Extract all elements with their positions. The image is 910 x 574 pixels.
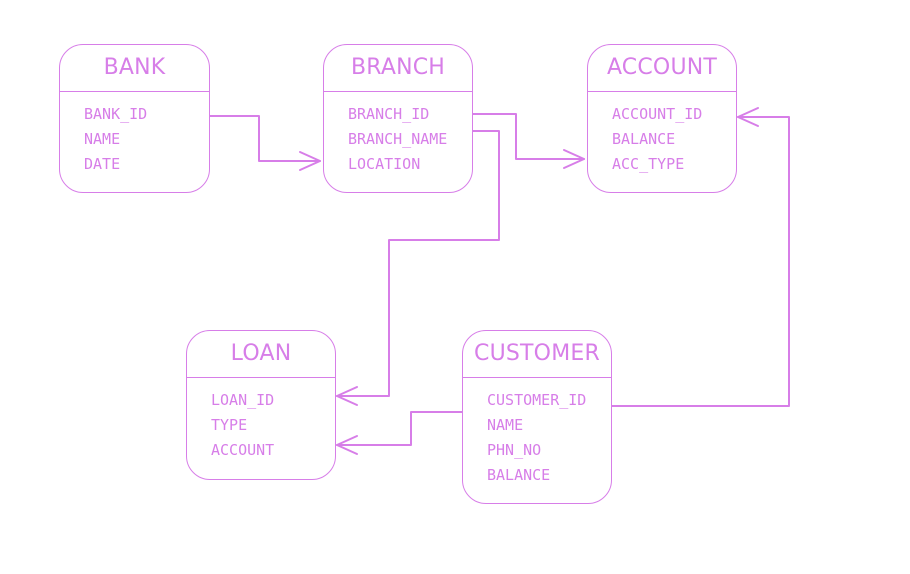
attributes-bank: BANK_ID NAME DATE — [60, 92, 209, 177]
attribute-customer-name: NAME — [487, 416, 524, 434]
attribute-account-type: ACC_TYPE — [612, 155, 685, 173]
attributes-customer: CUSTOMER_ID NAME PHN_NO BALANCE — [463, 378, 611, 488]
attribute-branch-id: BRANCH_ID — [348, 105, 430, 123]
attribute-branch-location: LOCATION — [348, 155, 421, 173]
attribute-bank-name: NAME — [84, 130, 121, 148]
attribute-branch-name: BRANCH_NAME — [348, 130, 448, 148]
attribute-loan-type: TYPE — [211, 416, 248, 434]
arrowhead-branch-account — [563, 149, 585, 169]
relationship-branch-loan — [336, 130, 500, 397]
attribute-loan-id: LOAN_ID — [211, 391, 275, 409]
attributes-account: ACCOUNT_ID BALANCE ACC_TYPE — [588, 92, 736, 177]
attribute-account-balance: BALANCE — [612, 130, 676, 148]
entity-loan: LOAN LOAN_ID TYPE ACCOUNT — [186, 330, 336, 480]
attribute-customer-phone: PHN_NO — [487, 441, 542, 459]
attribute-account-id: ACCOUNT_ID — [612, 105, 703, 123]
relationship-customer-account — [611, 116, 790, 407]
arrowhead-branch-loan — [336, 386, 358, 406]
attribute-customer-balance: BALANCE — [487, 466, 551, 484]
entity-title-bank: BANK — [60, 45, 209, 92]
entity-bank: BANK BANK_ID NAME DATE — [59, 44, 210, 193]
attribute-customer-id: CUSTOMER_ID — [487, 391, 587, 409]
entity-title-loan: LOAN — [187, 331, 335, 378]
relationship-bank-branch — [209, 115, 321, 162]
entity-title-customer: CUSTOMER — [463, 331, 611, 378]
relationship-branch-account — [472, 113, 585, 160]
entity-title-branch: BRANCH — [324, 45, 472, 92]
attributes-branch: BRANCH_ID BRANCH_NAME LOCATION — [324, 92, 472, 177]
entity-branch: BRANCH BRANCH_ID BRANCH_NAME LOCATION — [323, 44, 473, 193]
attribute-bank-date: DATE — [84, 155, 121, 173]
entity-account: ACCOUNT ACCOUNT_ID BALANCE ACC_TYPE — [587, 44, 737, 193]
attribute-bank-id: BANK_ID — [84, 105, 148, 123]
entity-title-account: ACCOUNT — [588, 45, 736, 92]
arrowhead-bank-branch — [299, 151, 321, 171]
arrowhead-customer-loan — [336, 435, 358, 455]
arrowhead-customer-account — [737, 107, 759, 127]
relationship-customer-loan — [336, 411, 463, 446]
entity-customer: CUSTOMER CUSTOMER_ID NAME PHN_NO BALANCE — [462, 330, 612, 504]
attributes-loan: LOAN_ID TYPE ACCOUNT — [187, 378, 335, 463]
attribute-loan-account: ACCOUNT — [211, 441, 275, 459]
